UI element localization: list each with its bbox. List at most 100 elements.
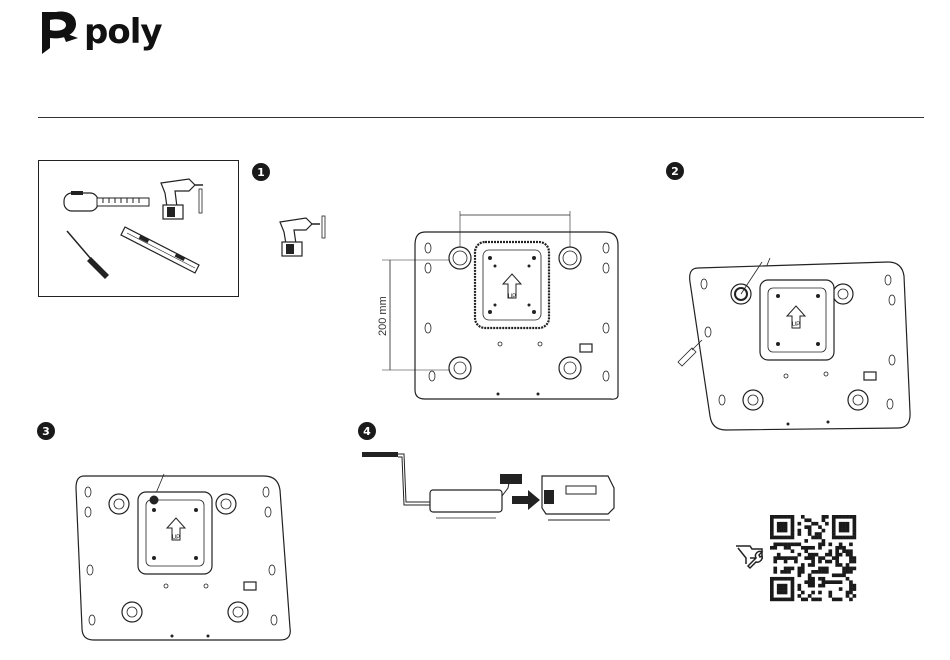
step-badge-3: 3 <box>37 422 55 440</box>
qr-module <box>828 543 832 547</box>
step-badge-2: 2 <box>666 162 684 180</box>
qr-module <box>784 570 788 574</box>
qr-module <box>780 591 784 595</box>
step-badge-4: 4 <box>358 422 376 440</box>
qr-module <box>849 553 853 557</box>
qr-module <box>801 570 805 574</box>
qr-module <box>798 532 802 536</box>
qr-module <box>835 580 839 584</box>
qr-module <box>815 553 819 557</box>
step4-power-connection <box>360 448 630 538</box>
qr-module <box>770 577 774 581</box>
qr-module <box>770 536 774 540</box>
qr-module <box>811 536 815 540</box>
qr-module <box>818 546 822 550</box>
qr-module <box>828 580 832 584</box>
qr-module <box>770 598 774 602</box>
qr-module <box>804 546 808 550</box>
required-tools-illustration <box>39 161 240 298</box>
qr-module <box>791 577 795 581</box>
qr-module <box>835 546 839 550</box>
required-tools-box <box>38 160 239 297</box>
qr-module <box>849 560 853 564</box>
qr-module <box>811 560 815 564</box>
qr-module <box>780 584 784 588</box>
qr-module <box>811 598 815 602</box>
header-divider <box>38 117 924 118</box>
qr-module <box>777 598 781 602</box>
qr-module <box>853 584 857 588</box>
qr-module <box>822 584 826 588</box>
qr-module <box>825 570 829 574</box>
qr-module <box>798 570 802 574</box>
qr-module <box>846 594 850 598</box>
qr-module <box>835 549 839 553</box>
qr-module <box>815 522 819 526</box>
qr-module <box>822 556 826 560</box>
qr-module <box>798 587 802 591</box>
qr-module <box>839 522 843 526</box>
qr-module <box>801 591 805 595</box>
qr-code-icon[interactable] <box>770 515 856 601</box>
qr-module <box>791 518 795 522</box>
qr-module <box>770 529 774 533</box>
qr-module <box>839 563 843 567</box>
qr-module <box>787 577 791 581</box>
qr-module <box>815 598 819 602</box>
qr-module <box>846 577 850 581</box>
qr-module <box>846 515 850 519</box>
qr-module <box>832 580 836 584</box>
qr-module <box>784 587 788 591</box>
qr-module <box>822 529 826 533</box>
qr-module <box>770 591 774 595</box>
qr-module <box>822 518 826 522</box>
qr-module <box>849 556 853 560</box>
qr-module <box>773 515 777 519</box>
qr-module <box>853 567 857 571</box>
qr-module <box>798 553 802 557</box>
qr-module <box>822 567 826 571</box>
qr-module <box>842 573 846 577</box>
support-wrench-icon <box>734 540 764 570</box>
brand-name: poly <box>84 12 162 52</box>
qr-module <box>773 556 777 560</box>
qr-module <box>773 536 777 540</box>
qr-module <box>811 553 815 557</box>
qr-module <box>808 556 812 560</box>
qr-module <box>804 549 808 553</box>
step3-mounting-plate: UP <box>72 470 294 644</box>
qr-module <box>832 529 836 533</box>
qr-module <box>791 522 795 526</box>
qr-module <box>835 573 839 577</box>
qr-module <box>777 591 781 595</box>
qr-module <box>828 553 832 557</box>
qr-module <box>849 515 853 519</box>
qr-module <box>849 536 853 540</box>
qr-module <box>822 543 826 547</box>
qr-module <box>842 529 846 533</box>
qr-module <box>818 536 822 540</box>
qr-module <box>832 532 836 536</box>
qr-module <box>791 580 795 584</box>
qr-module <box>849 591 853 595</box>
qr-module <box>794 543 798 547</box>
qr-module <box>808 584 812 588</box>
qr-module <box>818 598 822 602</box>
qr-module <box>839 573 843 577</box>
qr-module <box>825 567 829 571</box>
qr-module <box>808 553 812 557</box>
qr-module <box>791 536 795 540</box>
qr-module <box>818 567 822 571</box>
qr-module <box>770 522 774 526</box>
qr-module <box>773 567 777 571</box>
qr-module <box>770 584 774 588</box>
qr-module <box>825 560 829 564</box>
qr-module <box>777 536 781 540</box>
qr-module <box>777 556 781 560</box>
qr-module <box>787 515 791 519</box>
qr-module <box>846 570 850 574</box>
qr-module <box>780 543 784 547</box>
qr-module <box>828 549 832 553</box>
qr-module <box>825 522 829 526</box>
qr-module <box>777 553 781 557</box>
